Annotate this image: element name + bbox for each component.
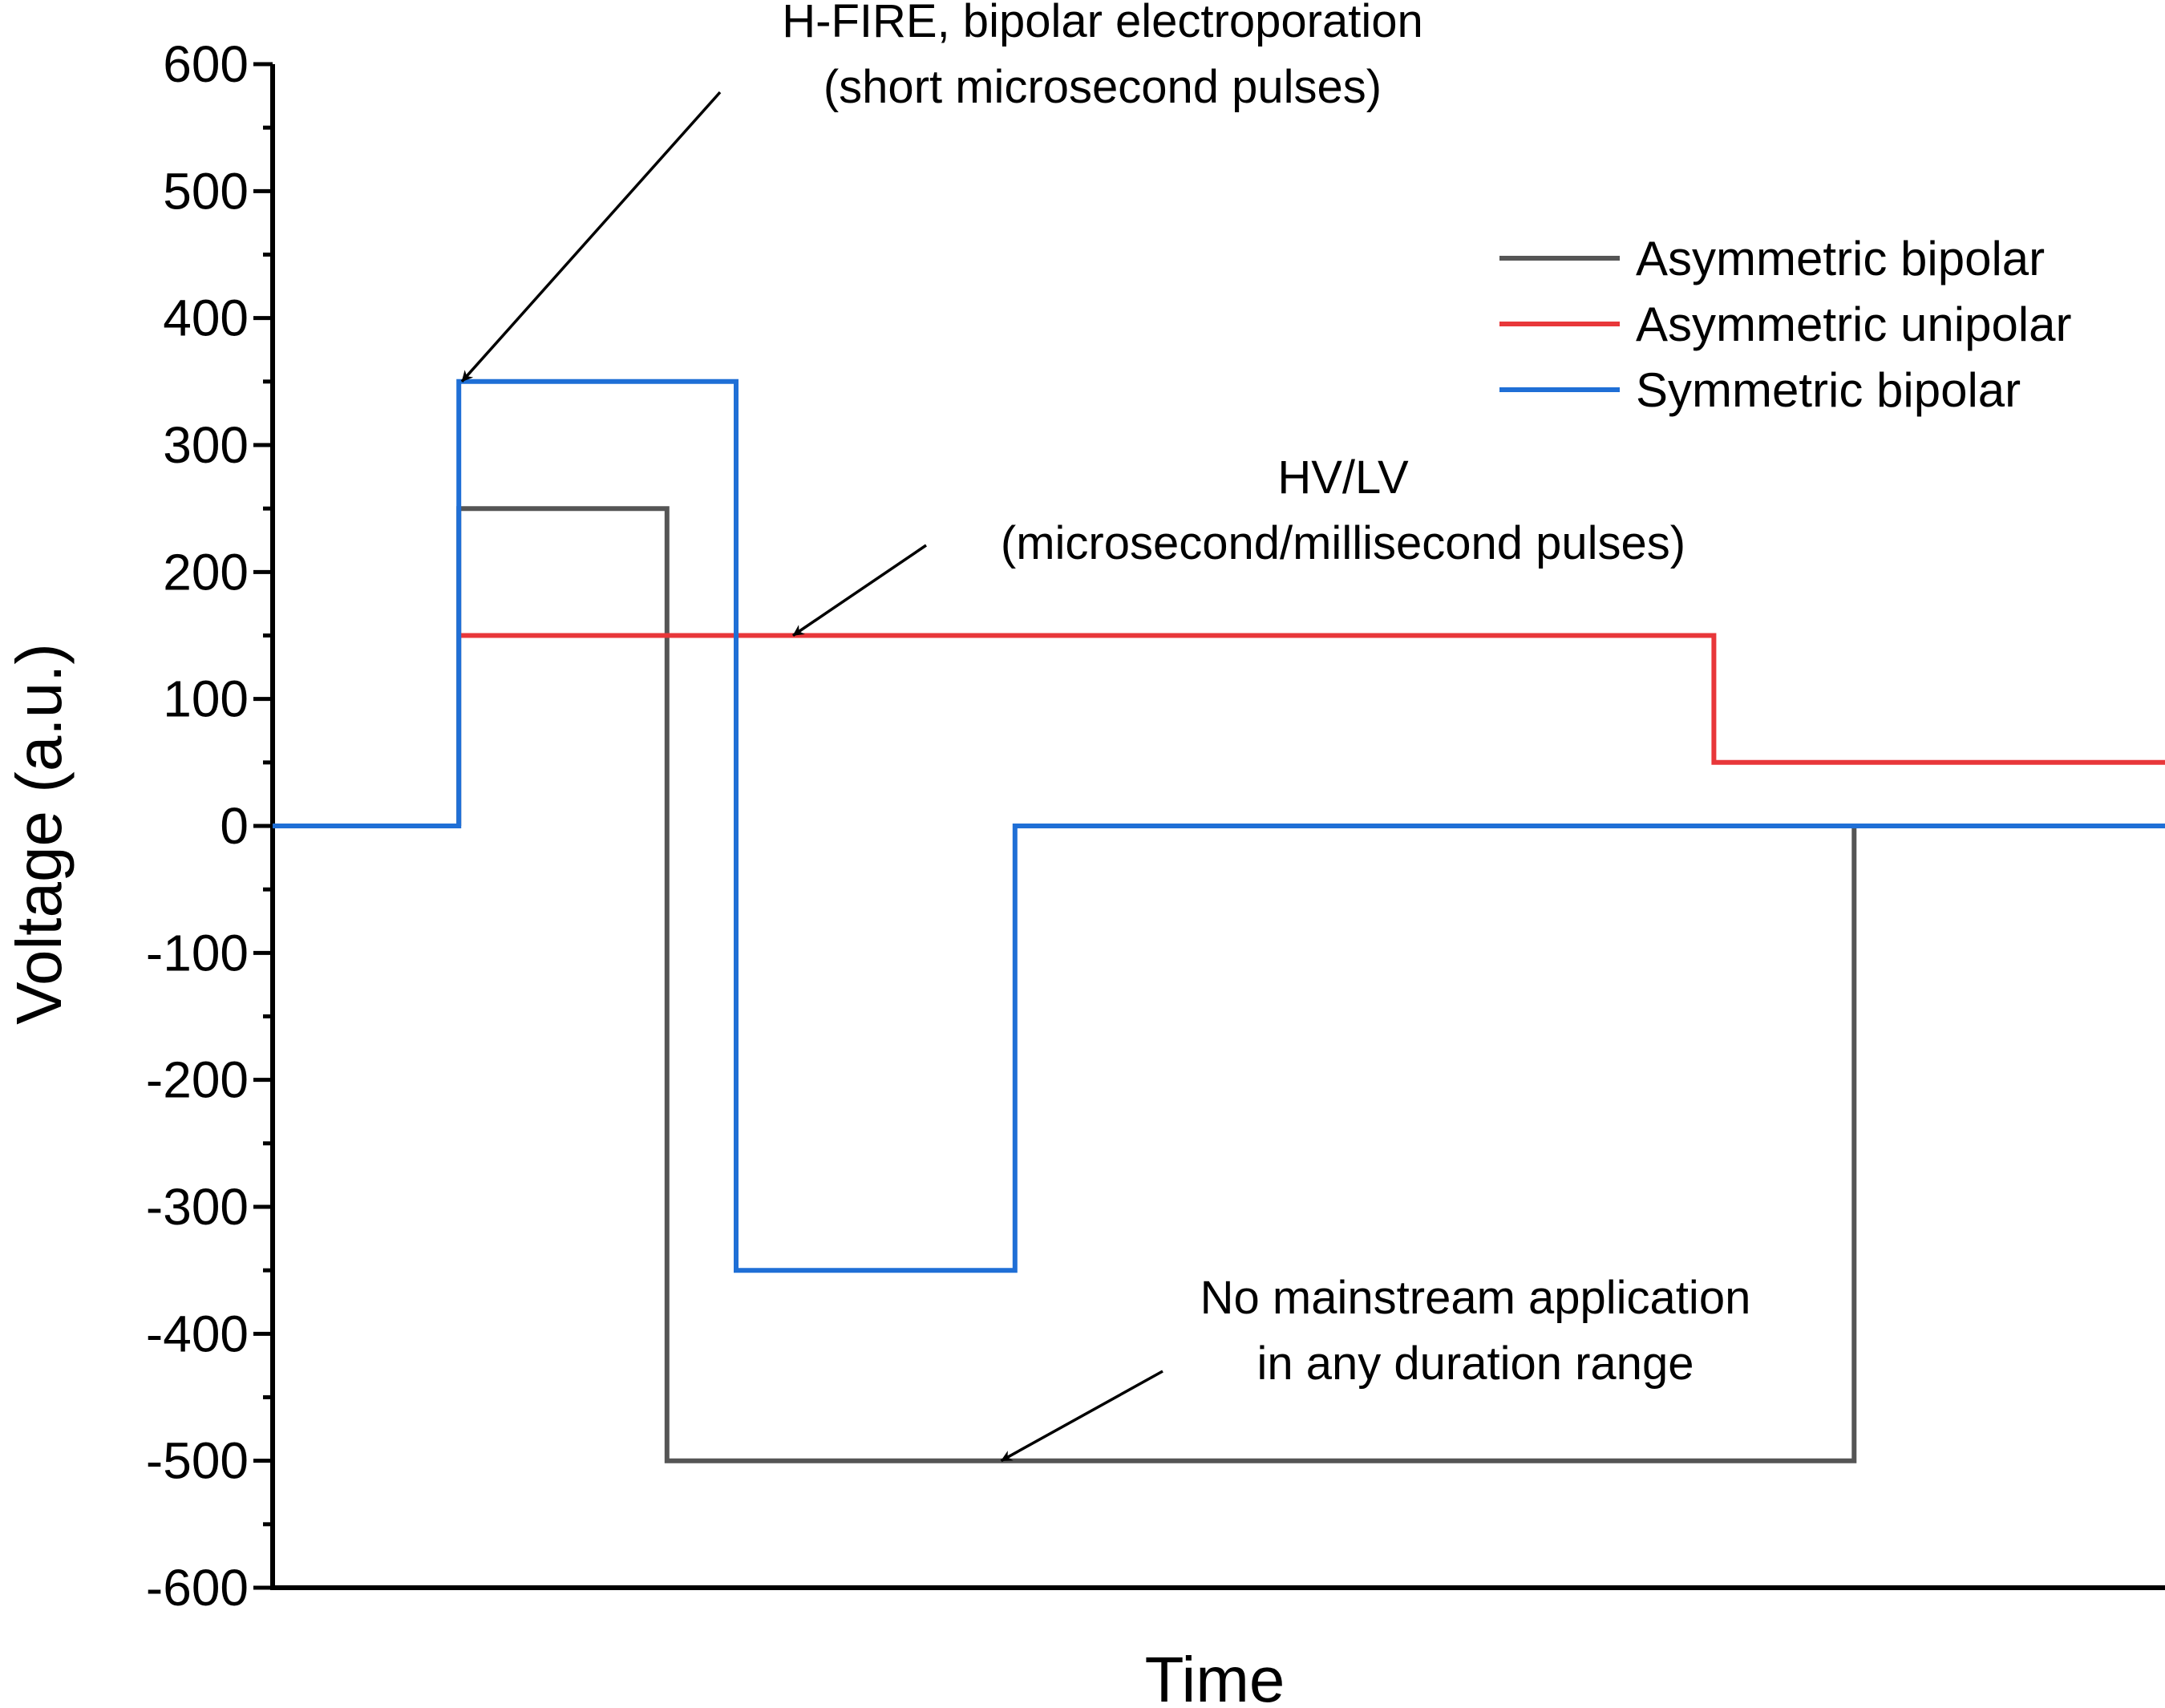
series-line-symmetric-bipolar: [273, 378, 2165, 1273]
y-tick-label: -500: [146, 1432, 249, 1490]
y-tick-label: 400: [163, 289, 249, 347]
y-tick-label: 500: [163, 162, 249, 220]
y-tick-label: -200: [146, 1051, 249, 1109]
annotation-arrow: [460, 91, 722, 382]
annotation-arrow: [1000, 1370, 1163, 1463]
y-tick-label: -300: [146, 1178, 249, 1236]
y-tick-label: 300: [163, 416, 249, 474]
annotation-text: (short microsecond pulses): [824, 61, 1382, 113]
legend-label: Asymmetric unipolar: [1636, 297, 2072, 351]
series-group: [273, 378, 2165, 1463]
annotation-text: H-FIRE, bipolar electroporation: [782, 0, 1422, 47]
y-tick-label: 200: [163, 543, 249, 601]
annotation-text: in any duration range: [1257, 1338, 1694, 1390]
y-tick-label: 0: [220, 797, 249, 855]
axes: -600 -500 -400 -300 -200 -100 0 100 200 300 400 500…: [146, 35, 2165, 1617]
annotation-arrow: [792, 544, 927, 637]
y-tick-label: -400: [146, 1305, 249, 1362]
annotation-text: No mainstream application: [1200, 1272, 1751, 1324]
y-axis-title: Voltage (a.u.): [3, 643, 75, 1025]
x-axis-title: Time: [1145, 1644, 1285, 1708]
y-tick-label: 600: [163, 35, 249, 93]
y-tick-label: -100: [146, 924, 249, 981]
annotation-text: (microsecond/millisecond pulses): [1001, 517, 1685, 569]
series-line-asymmetric-unipolar: [459, 633, 2165, 765]
annotation-text: HV/LV: [1277, 451, 1409, 504]
annotations: H-FIRE, bipolar electroporation (short mi…: [460, 0, 1751, 1463]
y-tick-label: 100: [163, 670, 249, 728]
legend-label: Symmetric bipolar: [1636, 363, 2021, 417]
y-tick-label: -600: [146, 1559, 249, 1617]
legend-label: Asymmetric bipolar: [1636, 232, 2045, 285]
